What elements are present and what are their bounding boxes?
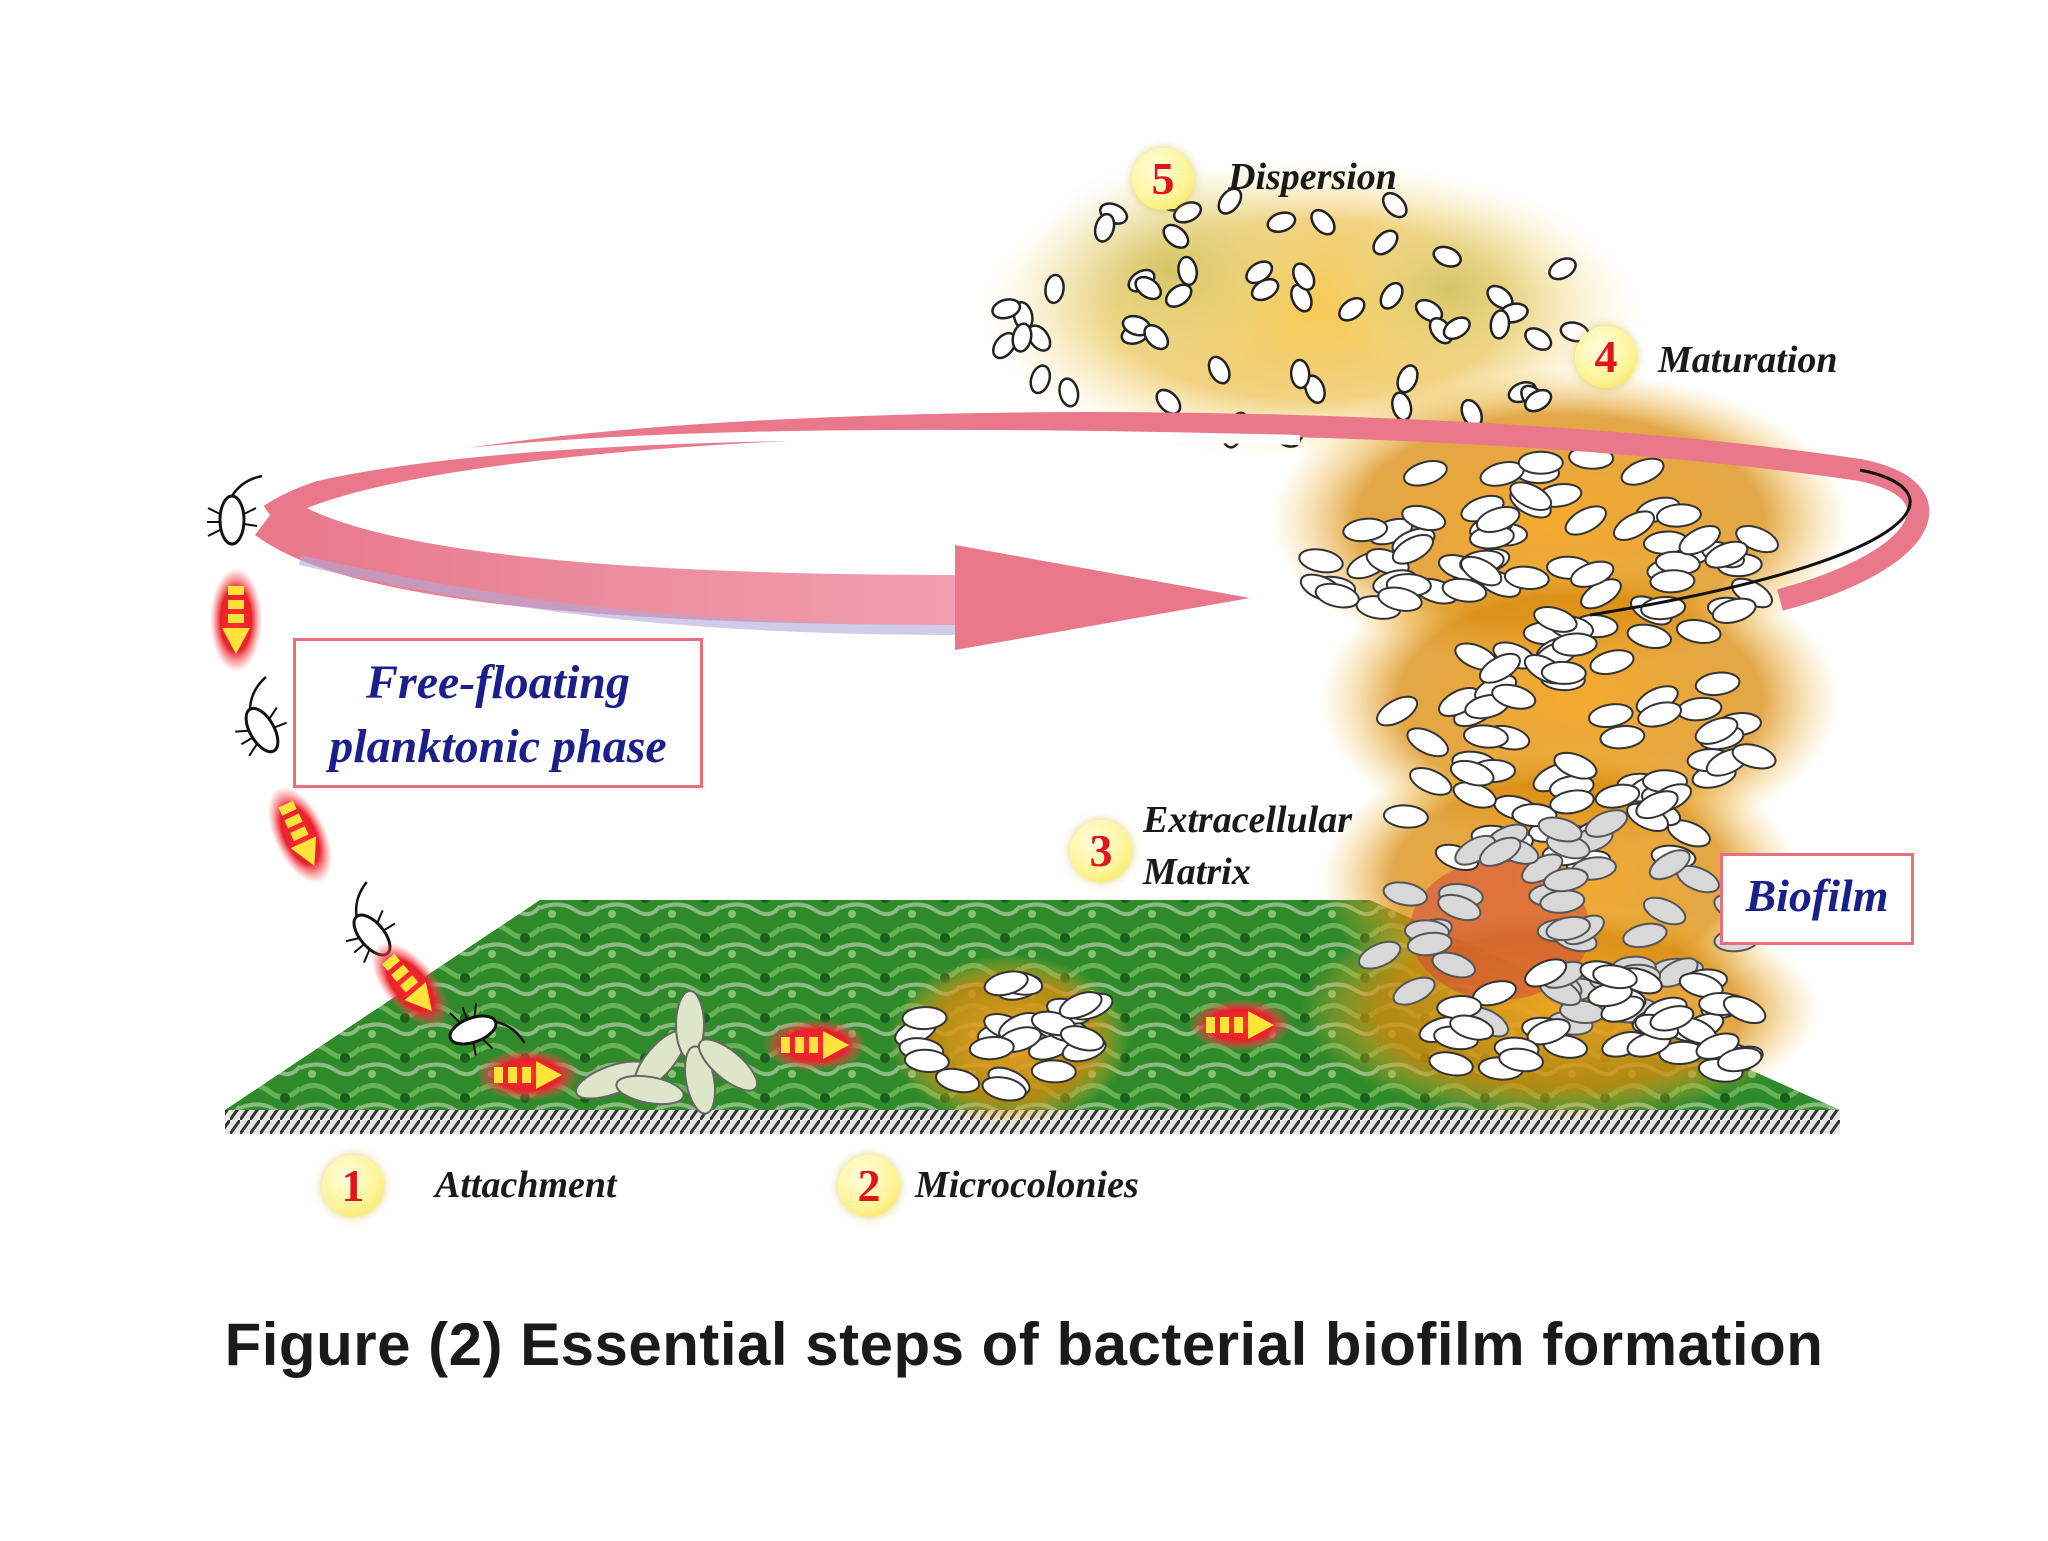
bacterium-cell — [1649, 568, 1696, 595]
step-1-label: Attachment — [435, 1164, 617, 1206]
figure-caption: Figure (2) Essential steps of bacterial … — [224, 1311, 1824, 1378]
arrow-to-biofilm — [1188, 999, 1292, 1051]
step-1-badge: 1 — [322, 1155, 384, 1217]
cycle-loop-arrow — [255, 412, 1930, 650]
attachment-cluster — [574, 990, 759, 1115]
step-5-label: Dispersion — [1228, 156, 1397, 198]
step-5-badge: 5 — [1132, 148, 1194, 210]
planktonic-bacterium-2 — [216, 675, 302, 765]
planktonic-bacterium-1 — [205, 474, 264, 546]
bacterium-cell — [1540, 660, 1588, 686]
planktonic-phase-line2: planktonic phase — [329, 720, 667, 773]
arrow-to-microcolony — [763, 1019, 867, 1071]
arrow-down-2 — [254, 776, 346, 894]
bacterium-cell — [901, 1005, 948, 1031]
step-3-badge: 3 — [1070, 820, 1132, 882]
bacterium-cell — [1517, 450, 1564, 475]
biofilm-box: Biofilm — [1720, 853, 1914, 945]
step-3-label-line1: Extracellular — [1143, 799, 1353, 841]
step-4-badge: 4 — [1575, 326, 1637, 388]
bacterium-cell — [1289, 358, 1312, 390]
planktonic-phase-line1: Free-floating — [366, 656, 630, 709]
step-3-label-line2: Matrix — [1143, 851, 1251, 893]
step-4-label: Maturation — [1658, 339, 1838, 381]
step-2-badge: 2 — [838, 1155, 900, 1217]
bacterium-cell — [1030, 1058, 1078, 1085]
arrow-down-1 — [210, 568, 262, 672]
planktonic-phase-box: Free-floating planktonic phase — [293, 638, 703, 788]
step-2-label: Microcolonies — [915, 1164, 1139, 1206]
arrow-to-attachment — [476, 1049, 580, 1101]
